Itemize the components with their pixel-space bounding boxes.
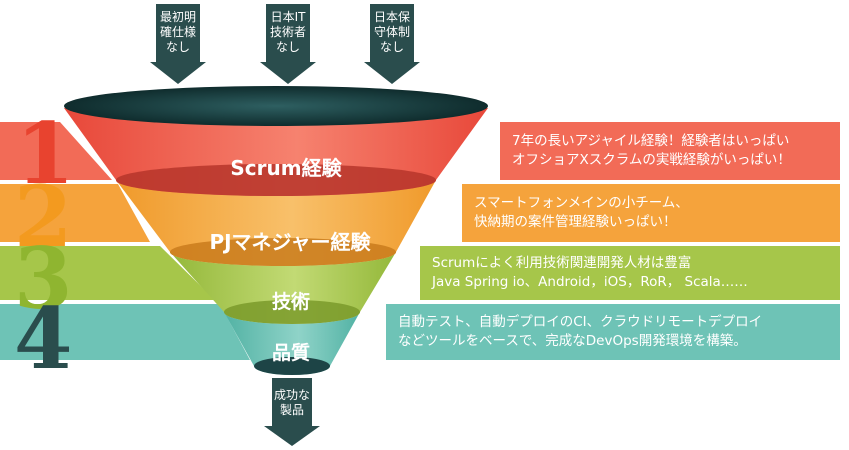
input-arrow-1: 最初明 確仕様 なし (150, 4, 206, 84)
funnel-rim-2 (170, 238, 396, 266)
funnel-rim-1 (116, 164, 436, 196)
stage-desc-1: 7年の長いアジャイル経験！経験者はいっぱい オフショアXスクラムの実戦経験がいっ… (500, 122, 840, 180)
down-arrow-icon (150, 4, 206, 84)
output-arrow-text: 成功な 製品 (273, 388, 310, 417)
stage-number-4: 4 (14, 289, 73, 388)
stage-desc-4: 自動テスト、自動デプロイのCI、クラウドリモートデプロイ などツールをベースで、… (386, 304, 840, 360)
stage-number-2: 2 (14, 167, 73, 266)
stage-label-pm: PJマネジャー経験 (209, 230, 371, 254)
stage-desc-3: Scrumによく利用技術関連開発人材は豊富 Java Spring io、And… (420, 246, 840, 300)
funnel-top-opening (64, 86, 488, 126)
left-band-teal (0, 304, 250, 360)
funnel-bottom-opening (254, 357, 330, 375)
stage-label-tech: 技術 (271, 291, 310, 313)
left-band-orange (0, 184, 150, 242)
output-arrow: 成功な 製品 (264, 378, 320, 446)
down-arrow-icon (264, 378, 320, 446)
input-arrow-text-2: 日本IT 技術者 なし (269, 10, 306, 54)
stage-label-quality: 品質 (271, 342, 310, 364)
left-band-green (0, 246, 215, 300)
funnel-segment-teal (224, 312, 360, 375)
stage-number-3: 3 (14, 229, 73, 328)
down-arrow-icon (260, 4, 316, 84)
funnel-rim-3 (224, 300, 360, 324)
stage-number-1: 1 (16, 104, 75, 203)
input-arrow-3: 日本保 守体制 なし (364, 4, 420, 84)
left-band-red (0, 122, 112, 180)
stage-desc-2: スマートフォンメインの小チーム、 快納期の案件管理経験いっぱい！ (462, 184, 840, 242)
down-arrow-icon (364, 4, 420, 84)
input-arrow-text-1: 最初明 確仕様 なし (159, 10, 196, 54)
input-arrow-2: 日本IT 技術者 なし (260, 4, 316, 84)
input-arrow-text-3: 日本保 守体制 なし (373, 10, 410, 54)
stage-label-scrum: Scrum経験 (230, 156, 342, 180)
